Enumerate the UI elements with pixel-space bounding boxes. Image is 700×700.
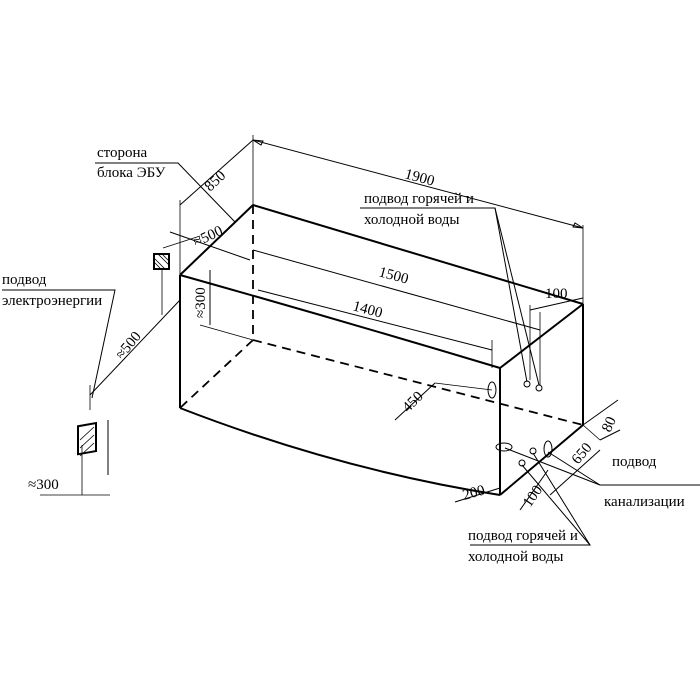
dim-1400 [257,289,493,368]
dim-80 [582,399,621,441]
power-box-icon [77,421,97,457]
dim-1900-text: 1900 [403,166,436,189]
dim-100-top-text: 100 [545,286,568,302]
leaders [2,162,700,546]
dim-100-bottom [519,469,549,511]
power-label-2: электроэнергии [2,293,102,309]
dim-100-bottom-text: 100 [520,483,546,511]
dim-1500-text: 1500 [377,264,410,287]
dim-650-text: 650 [569,440,596,468]
water-top-label-1: подвод горячей и [364,191,474,207]
dim-500-left [89,270,181,410]
dim-200-text: 200 [461,483,487,504]
water-bottom-label-1: подвод горячей и [468,528,578,544]
power-label-1: подвод [2,272,47,288]
dim-300-top [199,270,254,341]
dim-500-top [162,231,251,261]
ebu-box-icon [153,253,170,270]
dim-850 [179,139,254,275]
dim-300-top-text: ≈300 [193,287,209,318]
dim-500-left-text: ≈500 [113,329,145,363]
dim-1500 [252,249,541,385]
dim-650 [549,424,601,496]
dim-80-text: 80 [599,414,620,434]
dim-1400-text: 1400 [351,298,384,321]
drain-port-floor [495,442,513,452]
drain-label-1: подвод [612,454,657,470]
water-bottom-label-2: холодной воды [468,549,563,565]
dim-300-left-text: ≈300 [28,477,59,493]
drain-label-2: канализации [604,494,685,510]
dim-450 [394,382,493,421]
water-ports-top [523,380,543,392]
dim-850-text: 850 [202,168,229,195]
dim-200 [454,487,501,503]
drain-port-side [487,381,497,399]
ebu-side-label-2: блока ЭБУ [97,165,166,181]
water-top-label-2: холодной воды [364,212,459,228]
bathtub-outline [179,204,584,496]
hidden-edges [179,205,584,426]
ebu-side-label-1: сторона [97,145,148,161]
water-ports-bottom [518,440,553,467]
dim-100-top [529,297,584,380]
dim-500-top-text: ≈500 [191,223,226,250]
dim-1900 [252,135,584,304]
